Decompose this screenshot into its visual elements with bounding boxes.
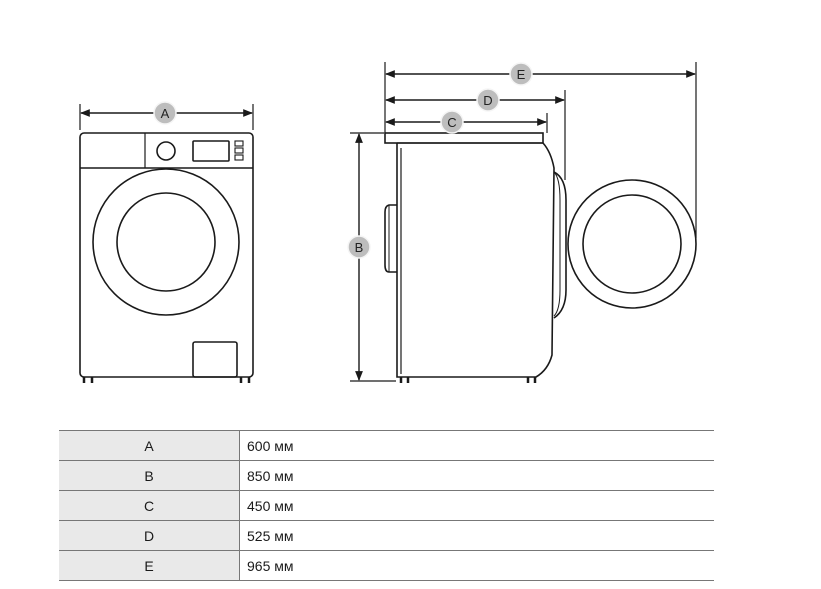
label-e-badge <box>509 62 533 86</box>
dimensions-table: A 600 мм B 850 мм C 450 мм D 525 мм E 96… <box>59 430 714 581</box>
display-panel <box>192 140 230 162</box>
front-body <box>79 132 254 378</box>
table-row: E 965 мм <box>59 550 714 581</box>
program-knob-icon <box>156 141 176 161</box>
table-row: C 450 мм <box>59 490 714 521</box>
dimension-value: 850 мм <box>239 460 714 491</box>
door-glass <box>116 192 216 292</box>
dimension-key: B <box>59 460 240 491</box>
label-a-badge <box>153 101 177 125</box>
label-c-badge <box>440 110 464 134</box>
dimension-c: C <box>385 110 548 134</box>
side-body <box>396 142 555 378</box>
table-row: A 600 мм <box>59 430 714 461</box>
dimension-e: E <box>385 62 697 238</box>
washing-machine-dimension-drawing: A B C D <box>79 62 697 383</box>
dimension-d: D <box>385 88 566 180</box>
label-d: D <box>483 93 492 108</box>
door-hinge-side <box>553 171 567 319</box>
dimension-key: C <box>59 490 240 521</box>
dimension-value: 525 мм <box>239 520 714 551</box>
side-view <box>384 132 697 383</box>
dimension-value: 965 мм <box>239 550 714 581</box>
label-b: B <box>355 240 364 255</box>
dimension-key: D <box>59 520 240 551</box>
dimension-b: B <box>347 132 396 382</box>
table-row: B 850 мм <box>59 460 714 491</box>
dimension-key: A <box>59 430 240 461</box>
rear-bump <box>384 204 397 273</box>
open-door-outer <box>567 179 697 309</box>
label-d-badge <box>476 88 500 112</box>
filter-cover <box>192 341 238 378</box>
label-a: A <box>161 106 170 121</box>
label-c: C <box>447 115 456 130</box>
label-e: E <box>517 67 526 82</box>
door-outer-ring <box>92 168 240 316</box>
table-row: D 525 мм <box>59 520 714 551</box>
front-view <box>79 132 254 383</box>
dimension-value: 450 мм <box>239 490 714 521</box>
open-door-inner <box>582 194 682 294</box>
dimension-a: A <box>79 101 254 130</box>
dimension-key: E <box>59 550 240 581</box>
label-b-badge <box>347 235 371 259</box>
dimension-value: 600 мм <box>239 430 714 461</box>
top-plate <box>384 132 544 144</box>
